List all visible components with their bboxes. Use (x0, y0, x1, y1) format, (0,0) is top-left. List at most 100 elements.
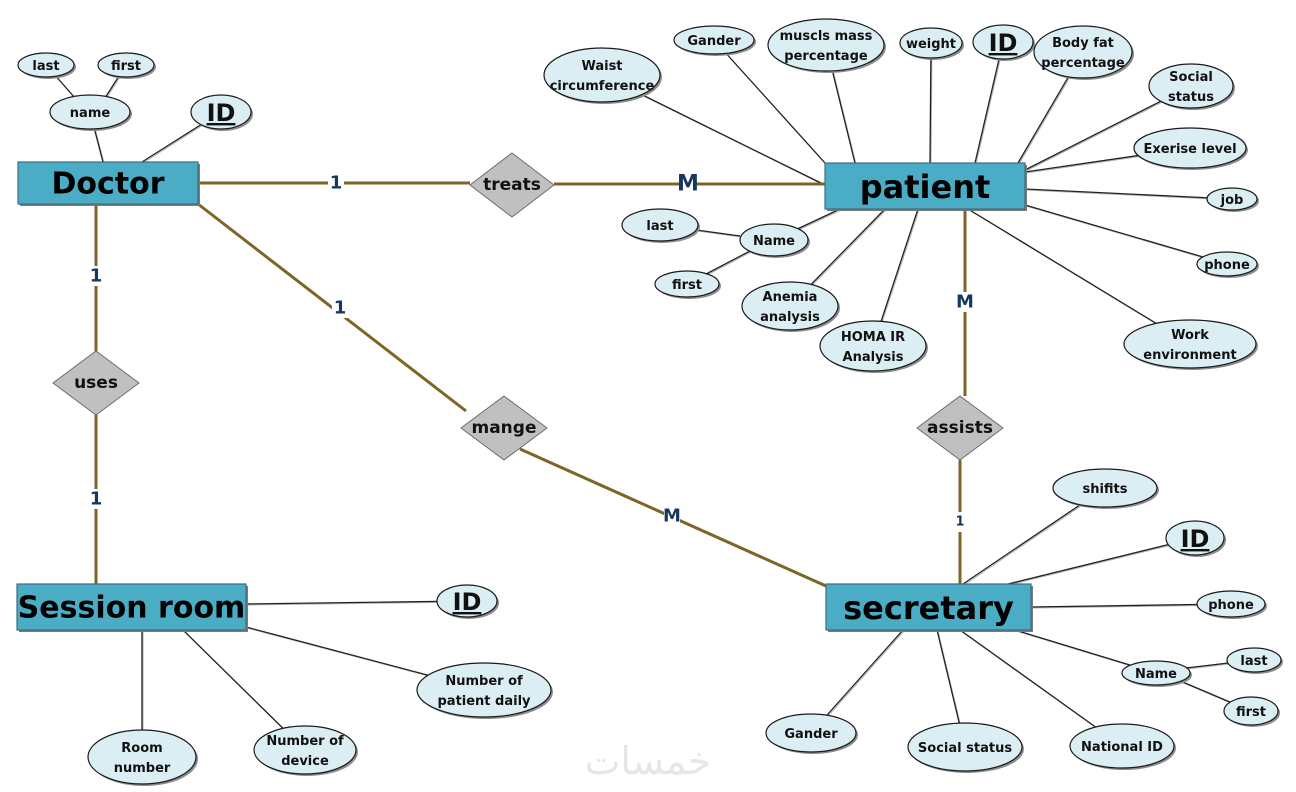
attribute-label: last (1240, 654, 1267, 669)
attribute-label-line: HOMA IR (841, 330, 905, 345)
attribute-label-line: circumference (550, 79, 655, 94)
attribute-line-patient-8 (1024, 188, 1233, 200)
attribute-label-line: Number of (445, 674, 523, 689)
attribute-ellipse (907, 722, 1023, 772)
entity-box (16, 583, 247, 631)
attribute-ellipse (97, 52, 155, 78)
cardinality-mange-to: M (663, 506, 681, 527)
attribute-doctor-last[interactable]: last (17, 52, 76, 79)
attribute-ellipse (1121, 660, 1191, 686)
relationship-diamond (460, 395, 548, 461)
cardinality-bg (88, 489, 104, 509)
attribute-ellipse (190, 94, 252, 130)
attribute-patient-phone[interactable]: phone (1196, 251, 1259, 278)
relationship-treats[interactable]: treats (469, 152, 555, 218)
attribute-label: job (1220, 193, 1244, 208)
entity-box (824, 162, 1026, 210)
relationship-mange[interactable]: mange (460, 395, 548, 461)
attribute-secretary-phone[interactable]: phone (1196, 590, 1267, 619)
attribute-label: Gander (687, 34, 741, 49)
attribute-patient-work-environment[interactable]: Work environment (1123, 319, 1258, 370)
attribute-ellipse (673, 25, 755, 55)
attribute-session-room-id[interactable]: ID (436, 584, 499, 619)
attribute-patient-first[interactable]: first (654, 270, 721, 299)
entity-doctor[interactable]: Doctor (17, 161, 200, 206)
attribute-patient-weight[interactable]: weight (899, 27, 964, 60)
attribute-line-shadow (930, 43, 933, 165)
entity-label: Doctor (51, 167, 164, 202)
entity-label: patient (860, 168, 991, 206)
attribute-label: Work environment (1143, 328, 1236, 363)
watermark-text: خمسات (585, 739, 712, 783)
attribute-label-line: Body fat (1052, 36, 1114, 51)
attribute-label-line: Social (1169, 70, 1213, 85)
attribute-label: shifits (1082, 482, 1127, 497)
attribute-secretary-national-id[interactable]: National ID (1069, 723, 1176, 770)
entity-session-room[interactable]: Session room (16, 583, 248, 632)
attribute-patient-id[interactable]: ID (972, 24, 1035, 61)
attribute-label: first (1236, 705, 1266, 720)
attribute-secretary-first[interactable]: first (1223, 696, 1280, 727)
attribute-doctor-first[interactable]: first (97, 52, 156, 79)
attribute-label-line: analysis (760, 310, 820, 325)
attribute-secretary-name[interactable]: Name (1121, 660, 1192, 687)
attribute-ellipse (819, 320, 927, 372)
attribute-secretary-shifits[interactable]: shifits (1052, 468, 1159, 509)
attribute-label: Name (753, 234, 795, 249)
entity-label: secretary (843, 589, 1014, 627)
attribute-label: name (70, 106, 111, 121)
attribute-label: last (32, 59, 59, 74)
attribute-ellipse (972, 24, 1034, 60)
attribute-secretary-gander[interactable]: Gander (765, 713, 858, 754)
attribute-line-shadow (1025, 189, 1234, 201)
attribute-secretary-last[interactable]: last (1226, 647, 1283, 674)
attribute-label: weight (906, 37, 956, 52)
entity-box (17, 161, 199, 205)
attribute-label-line: Work (1171, 328, 1209, 343)
attribute-ellipse (621, 208, 699, 242)
cardinality-bg (328, 173, 344, 193)
attribute-label-line: percentage (784, 49, 868, 64)
attribute-patient-last[interactable]: last (621, 208, 700, 243)
attribute-patient-exerise-level[interactable]: Exerise level (1133, 127, 1248, 170)
entity-label: Session room (18, 591, 246, 626)
attribute-label: first (111, 59, 141, 74)
relationship-uses[interactable]: uses (52, 350, 140, 416)
attribute-ellipse (1206, 187, 1258, 211)
attribute-patient-name[interactable]: Name (739, 223, 810, 258)
cardinality-treats-from: 1 (330, 173, 343, 194)
attribute-label: Gander (784, 727, 838, 742)
attribute-line-shadow (1008, 538, 1197, 586)
attribute-patient-homa-ir-analysis[interactable]: HOMA IR Analysis (819, 320, 928, 373)
relationship-assists[interactable]: assists (916, 395, 1004, 461)
attribute-ellipse (17, 52, 75, 78)
cardinality-bg (957, 292, 973, 312)
entity-secretary[interactable]: secretary (825, 583, 1033, 632)
entity-patient[interactable]: patient (824, 162, 1027, 211)
attribute-ellipse (49, 94, 131, 130)
attribute-patient-gander[interactable]: Gander (673, 25, 756, 56)
attribute-secretary-social-status[interactable]: Social status (907, 722, 1024, 773)
attribute-doctor-id[interactable]: ID (190, 94, 253, 131)
attribute-label-line: Analysis (843, 350, 904, 365)
cardinality-assists-to: 1 (955, 515, 964, 530)
attribute-label-line: environment (1143, 348, 1236, 363)
attribute-patient-job[interactable]: job (1206, 187, 1259, 212)
attribute-doctor-name[interactable]: name (49, 94, 132, 131)
attribute-ellipse (1223, 696, 1279, 726)
attribute-ellipse (1123, 319, 1257, 369)
attribute-secretary-id[interactable]: ID (1165, 520, 1226, 557)
